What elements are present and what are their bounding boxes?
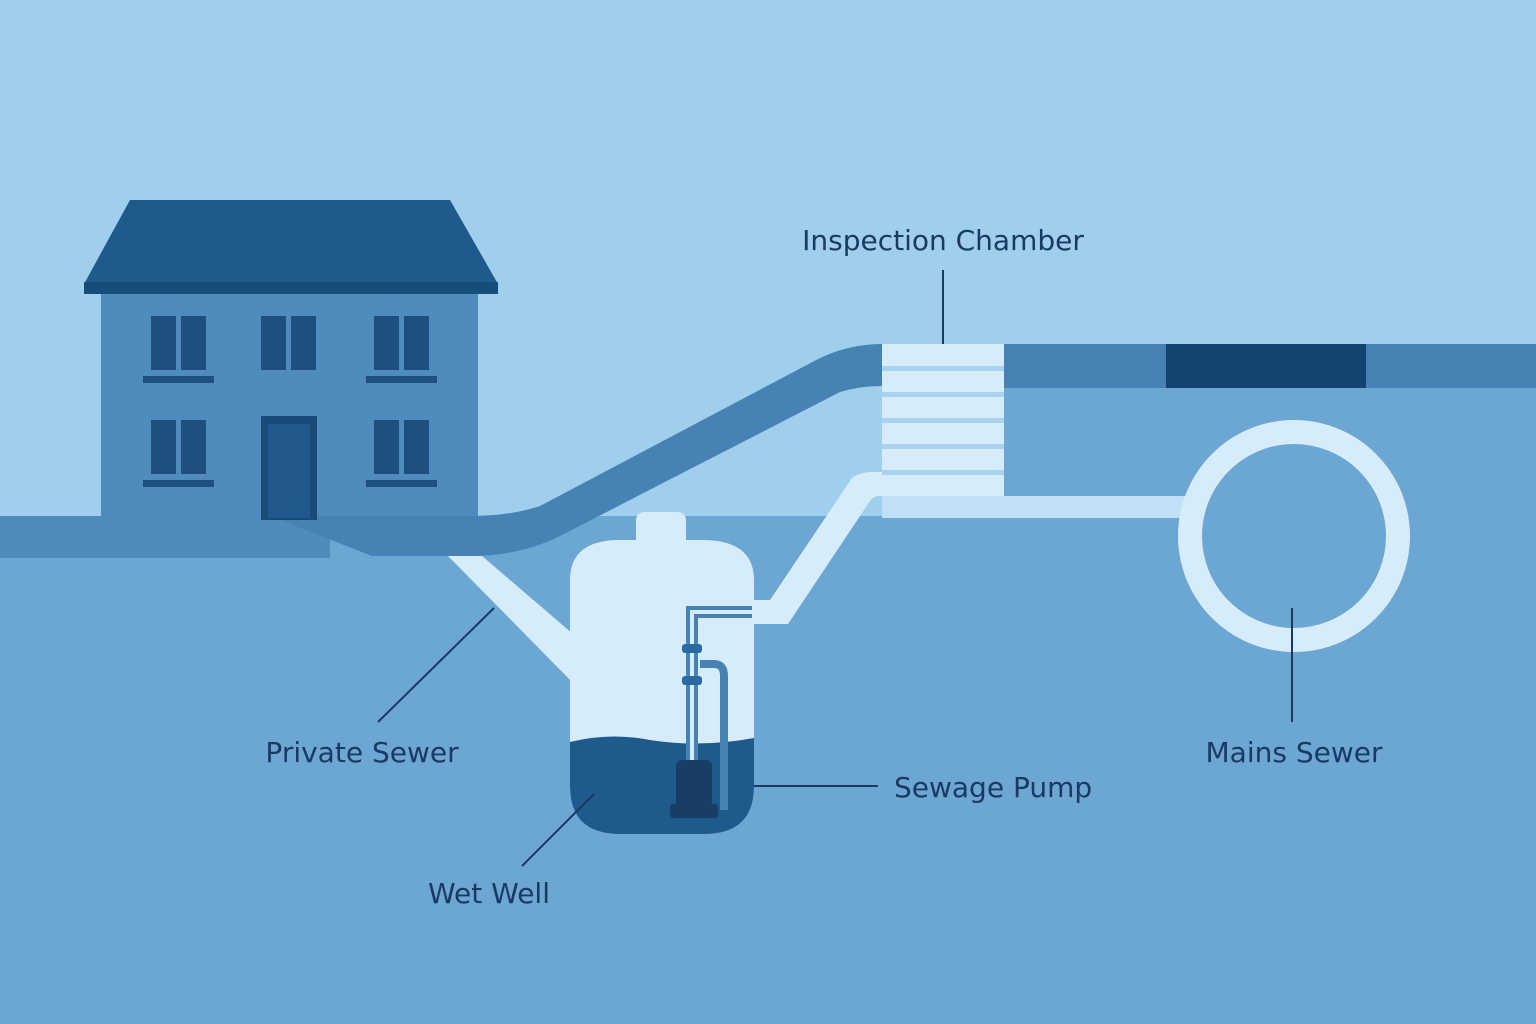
mains-sewer-pipe — [1178, 420, 1410, 652]
private-sewer-pipe — [270, 344, 882, 556]
pump-motor — [676, 760, 712, 808]
inlet-pipe-to-wet-well — [448, 556, 580, 690]
house-roof-eave — [84, 282, 498, 294]
pipe-coupling-upper — [682, 644, 702, 653]
label-private-sewer: Private Sewer — [265, 736, 459, 769]
window-lower-left — [143, 420, 214, 487]
pump-float-pipe — [700, 660, 728, 810]
upper-sewer-pipe-dark-section — [1166, 344, 1366, 388]
wet-well-leader — [521, 793, 595, 867]
house-door-panel — [268, 424, 310, 518]
inspection-chamber — [882, 344, 1004, 496]
house — [84, 200, 498, 520]
private-sewer-leader — [377, 607, 495, 723]
label-mains-sewer: Mains Sewer — [1206, 736, 1383, 769]
upper-ground-right — [1004, 388, 1536, 516]
outfall-pipe — [882, 496, 1192, 518]
label-wet-well: Wet Well — [428, 877, 550, 910]
pipe-coupling-lower — [682, 676, 702, 685]
window-upper-right — [366, 316, 437, 383]
ground-surface-band — [0, 516, 330, 558]
pump-base — [670, 804, 718, 818]
label-inspection-chamber: Inspection Chamber — [802, 224, 1084, 257]
pump-discharge-pipe-inner — [690, 610, 752, 770]
ground — [0, 516, 1536, 1024]
label-sewage-pump: Sewage Pump — [894, 771, 1092, 804]
window-upper-middle — [261, 316, 316, 370]
window-upper-left — [143, 316, 214, 383]
sewage-pump — [670, 606, 752, 818]
window-lower-right — [366, 420, 437, 487]
house-roof — [84, 200, 498, 284]
